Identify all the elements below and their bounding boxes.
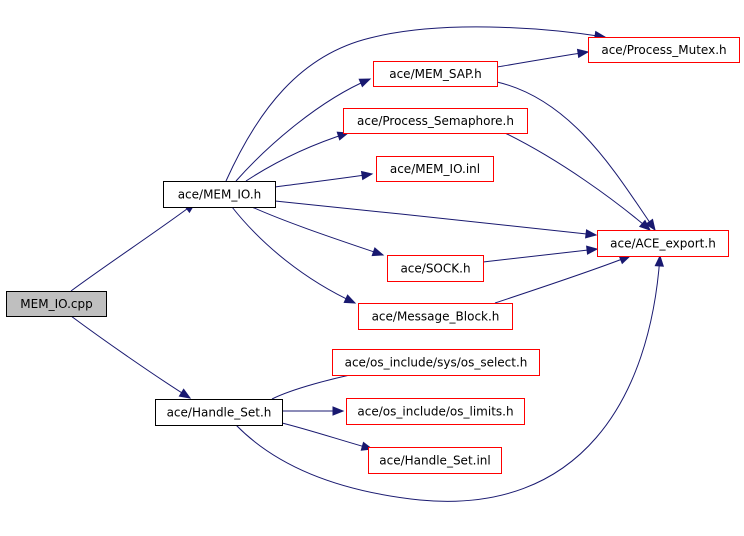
node-mem-io-h[interactable]: ace/MEM_IO.h (163, 181, 276, 208)
node-label: ace/Handle_Set.h (167, 406, 272, 420)
edge-mem_io_cpp-to-mem_io_h (70, 202, 197, 292)
node-os-select-h[interactable]: ace/os_include/sys/os_select.h (332, 349, 540, 376)
arrowhead (360, 170, 374, 181)
arrowhead (618, 255, 632, 265)
edge-line (496, 81, 656, 231)
node-box (597, 230, 729, 257)
arrowhead (576, 48, 590, 59)
node-box (6, 291, 107, 317)
edge-line (235, 78, 371, 182)
edge-mem_io_h-to-process_semaphore_h (245, 131, 350, 182)
edge-mem_sap_h-to-process_mutex_h (496, 48, 590, 68)
node-box (368, 447, 502, 474)
arrowhead (343, 294, 357, 304)
node-box (376, 156, 494, 182)
node-ace-export-h[interactable]: ace/ACE_export.h (597, 230, 729, 257)
node-label: ace/SOCK.h (400, 262, 470, 276)
node-box (358, 303, 513, 330)
arrowhead (358, 78, 372, 88)
node-box (346, 398, 525, 425)
edge-line (274, 200, 597, 236)
node-os-limits-h[interactable]: ace/os_include/os_limits.h (346, 398, 525, 425)
edge-line (482, 248, 598, 263)
node-label: ace/os_include/os_limits.h (357, 405, 513, 419)
node-box (588, 37, 740, 63)
node-mem-sap-h[interactable]: ace/MEM_SAP.h (373, 61, 498, 87)
arrowhead (638, 219, 652, 231)
edge-process_semaphore_h-to-ace_export_h (504, 132, 652, 231)
edge-line (274, 173, 373, 188)
edge-line (70, 202, 196, 292)
node-label: ace/MEM_IO.h (178, 188, 262, 202)
node-label: ace/MEM_SAP.h (389, 67, 482, 81)
arrowhead (586, 245, 599, 255)
node-process-semaphore-h[interactable]: ace/Process_Semaphore.h (343, 108, 528, 134)
edge-mem_io_h-to-ace_export_h (274, 200, 598, 239)
arrowhead (654, 254, 664, 267)
edge-line (281, 422, 373, 450)
node-mem-io-inl[interactable]: ace/MEM_IO.inl (376, 156, 494, 182)
edge-mem_sap_h-to-ace_export_h (496, 81, 656, 232)
edge-line (496, 51, 589, 68)
edge-mem_io_h-to-message_block_h (231, 206, 357, 304)
edge-handle_set_h-to-ace_export_h (235, 254, 664, 502)
edge-line (231, 206, 356, 304)
edge-line (245, 132, 349, 182)
node-sock-h[interactable]: ace/SOCK.h (387, 255, 484, 282)
node-box (343, 108, 528, 134)
arrowhead (332, 406, 345, 416)
node-process-mutex-h[interactable]: ace/Process_Mutex.h (588, 37, 740, 63)
edge-line (504, 132, 651, 231)
edge-handle_set_h-to-handle_set_inl (281, 422, 374, 451)
node-label: ace/Process_Mutex.h (601, 43, 726, 57)
node-mem-io-cpp: MEM_IO.cpp (6, 291, 107, 317)
node-label: ace/ACE_export.h (610, 237, 716, 251)
node-handle-set-h[interactable]: ace/Handle_Set.h (155, 399, 283, 426)
arrowhead (645, 218, 656, 232)
node-label: ace/Message_Block.h (372, 310, 500, 324)
edge-mem_io_h-to-sock_h (251, 206, 385, 257)
node-handle-set-inl[interactable]: ace/Handle_Set.inl (368, 447, 502, 474)
arrowhead (336, 131, 350, 141)
edge-handle_set_h-to-os_limits_h (281, 406, 345, 416)
node-box (373, 61, 498, 87)
edge-line (494, 255, 631, 304)
edge-line (251, 206, 384, 256)
node-label: ace/Process_Semaphore.h (357, 114, 514, 128)
edge-message_block_h-to-ace_export_h (494, 255, 632, 304)
edge-line (70, 315, 191, 399)
node-box (332, 349, 540, 376)
arrowhead (585, 229, 598, 239)
arrowhead (178, 388, 192, 399)
edge-sock_h-to-ace_export_h (482, 245, 599, 263)
edge-layer (70, 26, 664, 502)
node-box (387, 255, 484, 282)
edge-line (235, 255, 661, 502)
edge-mem_io_h-to-mem_sap_h (235, 78, 372, 182)
node-label: ace/MEM_IO.inl (390, 162, 480, 176)
node-box (155, 399, 283, 426)
node-label: ace/os_include/sys/os_select.h (345, 356, 528, 370)
node-label: ace/Handle_Set.inl (379, 454, 491, 468)
node-label: MEM_IO.cpp (20, 297, 92, 311)
node-box (163, 181, 276, 208)
edge-mem_io_h-to-mem_io_inl (274, 170, 374, 188)
node-layer: MEM_IO.cppace/MEM_IO.hace/Handle_Set.hac… (6, 37, 740, 474)
node-message-block-h[interactable]: ace/Message_Block.h (358, 303, 513, 330)
arrowhead (371, 247, 385, 257)
edge-mem_io_cpp-to-handle_set_h (70, 315, 192, 399)
edge-line (225, 26, 606, 182)
